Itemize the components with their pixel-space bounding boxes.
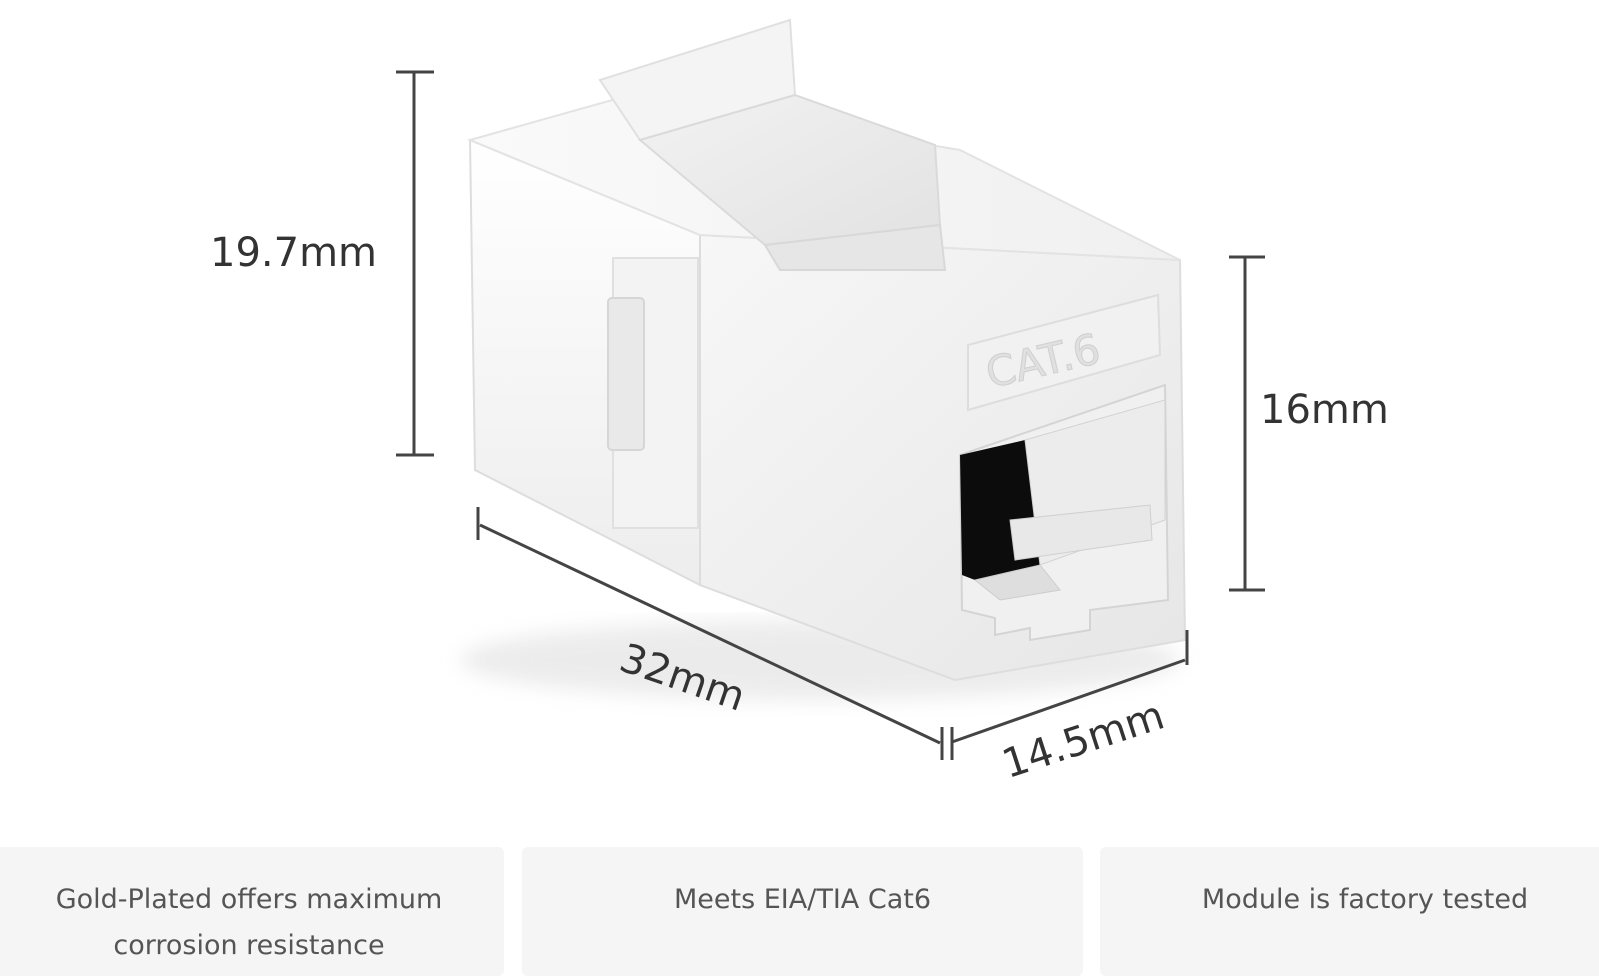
feature-cards: Gold-Plated offers maximum corrosion res… bbox=[0, 847, 1599, 976]
length-dimension-line bbox=[479, 523, 941, 745]
feature-text: Gold-Plated offers maximum corrosion res… bbox=[55, 884, 443, 961]
rj45-contact-ledge bbox=[1009, 504, 1153, 561]
rj45-lower-step bbox=[973, 564, 1061, 601]
product-illustration: CAT.6 19.7mm bbox=[210, 18, 1389, 788]
feature-card: Gold-Plated offers maximum corrosion res… bbox=[0, 847, 504, 976]
dimension-lines bbox=[396, 70, 1265, 760]
top-clip bbox=[637, 93, 942, 247]
feature-card: Meets EIA/TIA Cat6 bbox=[522, 847, 1083, 976]
feature-text: Module is factory tested bbox=[1201, 884, 1529, 915]
cat6-label-plate bbox=[967, 293, 1162, 412]
feature-text: Meets EIA/TIA Cat6 bbox=[673, 884, 931, 915]
width-dimension-line bbox=[951, 658, 1186, 744]
keystone-coupler-drawing: CAT.6 bbox=[396, 18, 1265, 760]
top-clip-edge bbox=[763, 223, 947, 271]
height-dimension-label: 19.7mm bbox=[210, 230, 377, 276]
cat6-label-text: CAT.6 bbox=[981, 324, 1105, 398]
port-height-dimension-label: 16mm bbox=[1260, 387, 1389, 433]
feature-card: Module is factory tested bbox=[1100, 847, 1599, 976]
side-latch bbox=[607, 297, 645, 451]
